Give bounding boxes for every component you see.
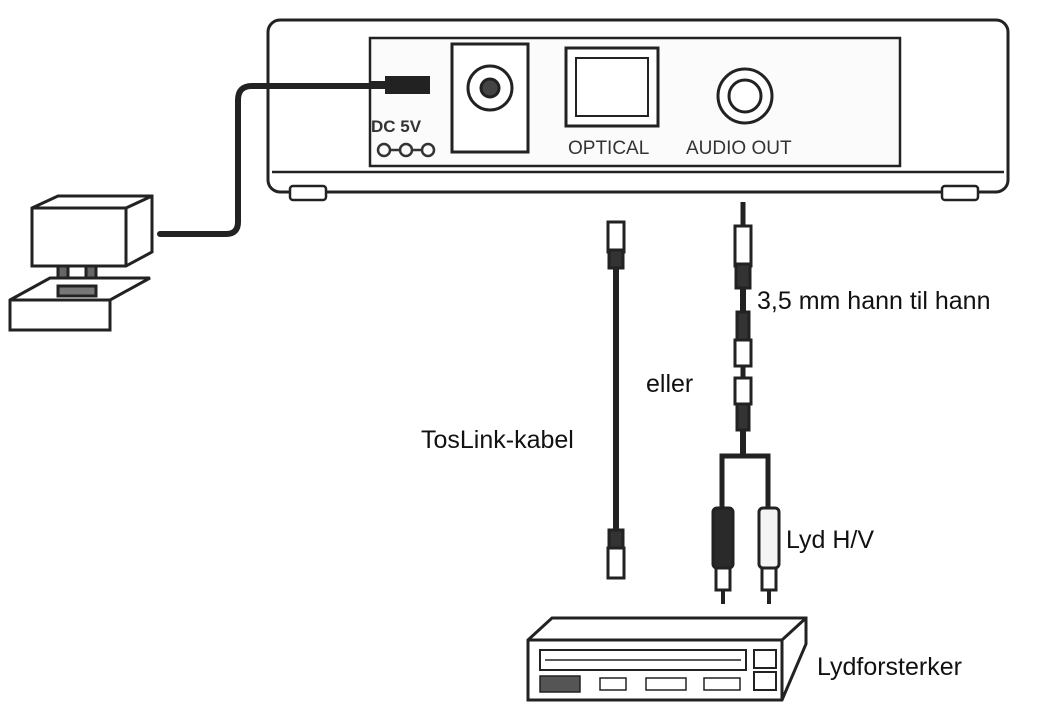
rca-plug-right — [757, 506, 781, 604]
power-adapter — [30, 194, 154, 290]
optical-port-label: OPTICAL — [568, 138, 649, 159]
or-label: eller — [646, 370, 694, 398]
rca-plug-left — [711, 506, 735, 604]
power-cord — [157, 83, 373, 237]
audio-out-port-label: AUDIO OUT — [686, 138, 792, 159]
amplifier-device — [526, 616, 808, 702]
audio-lr-label: Lyd H/V — [786, 526, 875, 554]
audio-out-port — [716, 67, 774, 125]
audio-cable-35mm — [719, 202, 771, 510]
optical-port — [564, 46, 660, 128]
polarity-icon — [376, 142, 436, 158]
dc-port-label: DC 5V — [371, 117, 422, 136]
toslink-cable — [606, 220, 626, 580]
toslink-cable-label: TosLink-kabel — [421, 426, 574, 454]
dc-plug — [370, 76, 430, 94]
amplifier-label: Lydforsterker — [817, 653, 962, 681]
cable-35mm-label: 3,5 mm hann til hann — [757, 287, 991, 315]
wall-socket — [8, 276, 151, 332]
dc-jack — [450, 42, 530, 154]
